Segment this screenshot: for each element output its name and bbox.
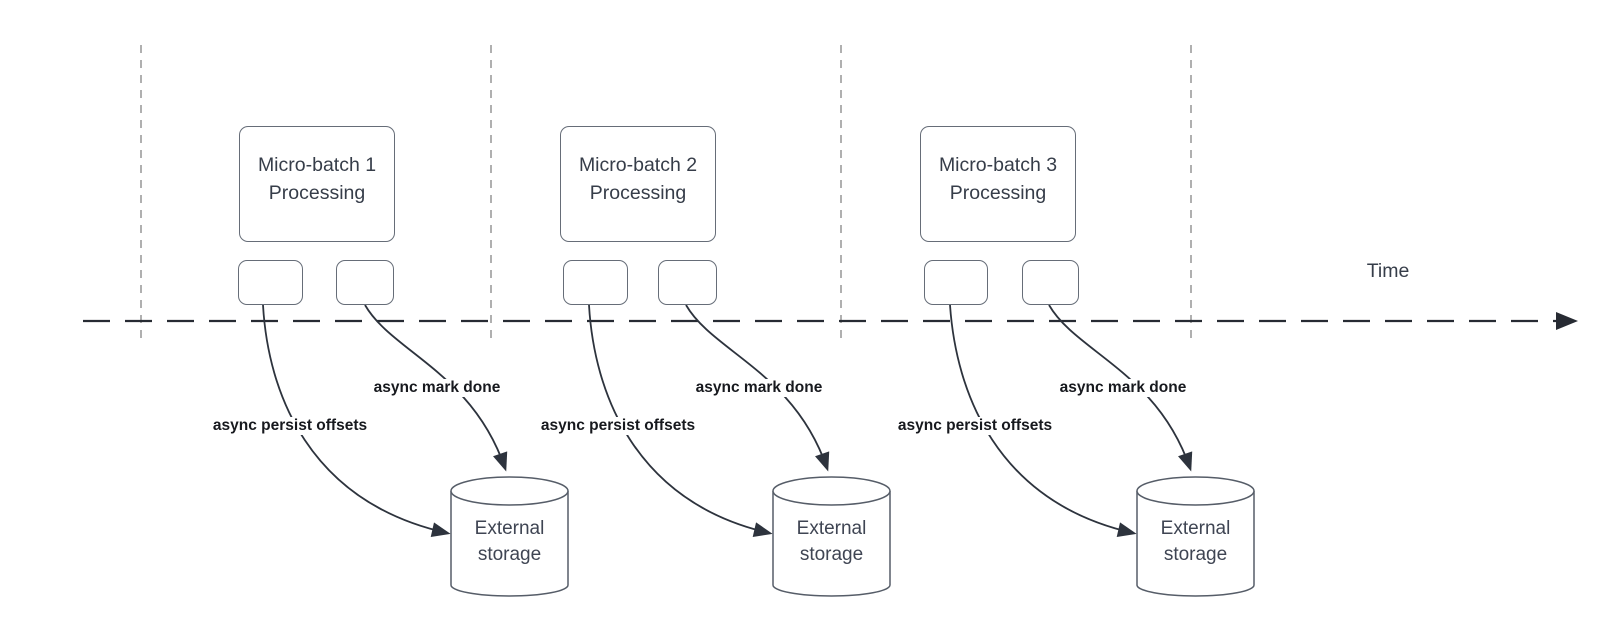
micro-batch-title-1-line1: Micro-batch 1 — [257, 154, 377, 176]
external-storage-label-1-line1: External — [474, 518, 545, 539]
mark-done-label-3: async mark done — [1048, 379, 1198, 397]
micro-batch-title-2: Micro-batch 2 Processing — [579, 151, 697, 207]
external-storage-label-3-line2: storage — [1163, 544, 1228, 565]
external-storage-cylinder-3 — [1136, 476, 1255, 597]
micro-batch-box-3: Micro-batch 3 Processing — [920, 126, 1076, 242]
mark-done-arrow-1 — [364, 304, 508, 472]
micro-batch-title-1-line2: Processing — [268, 182, 366, 204]
micro-batch-title-2-line2: Processing — [589, 182, 687, 204]
persist-offsets-arrow-3 — [949, 304, 1137, 537]
external-storage-label-2-line1: External — [796, 518, 867, 539]
mark-done-task-box-2 — [658, 260, 717, 305]
external-storage-label-1: External storage — [451, 516, 568, 568]
micro-batch-title-3-line2: Processing — [949, 182, 1047, 204]
micro-batch-title-3-line1: Micro-batch 3 — [938, 154, 1058, 176]
micro-batch-title-3: Micro-batch 3 Processing — [939, 151, 1057, 207]
external-storage-cylinder-1 — [450, 476, 569, 597]
micro-batch-title-1: Micro-batch 1 Processing — [258, 151, 376, 207]
external-storage-label-2-line2: storage — [799, 544, 864, 565]
mark-done-label-1: async mark done — [362, 379, 512, 397]
external-storage-label-2: External storage — [773, 516, 890, 568]
mark-done-task-box-3 — [1022, 260, 1079, 305]
external-storage-label-1-line2: storage — [477, 544, 542, 565]
mark-done-label-2: async mark done — [684, 379, 834, 397]
persist-offsets-task-box-3 — [924, 260, 988, 305]
micro-batch-box-2: Micro-batch 2 Processing — [560, 126, 716, 242]
persist-offsets-task-box-1 — [238, 260, 303, 305]
mark-done-task-box-1 — [336, 260, 394, 305]
persist-offsets-label-2: async persist offsets — [528, 417, 708, 435]
time-axis-label: Time — [1366, 260, 1410, 282]
external-storage-cylinder-2 — [772, 476, 891, 597]
mark-done-arrow-2 — [685, 304, 830, 472]
external-storage-label-3-line1: External — [1160, 518, 1231, 539]
persist-offsets-arrow-2 — [588, 304, 773, 537]
persist-offsets-label-3: async persist offsets — [885, 417, 1065, 435]
micro-batch-box-1: Micro-batch 1 Processing — [239, 126, 395, 242]
micro-batch-title-2-line1: Micro-batch 2 — [578, 154, 698, 176]
persist-offsets-task-box-2 — [563, 260, 628, 305]
external-storage-label-3: External storage — [1137, 516, 1254, 568]
mark-done-arrow-3 — [1048, 304, 1193, 472]
time-axis-arrowhead-icon — [1556, 312, 1578, 330]
persist-offsets-label-1: async persist offsets — [200, 417, 380, 435]
persist-offsets-arrow-1 — [262, 304, 451, 538]
